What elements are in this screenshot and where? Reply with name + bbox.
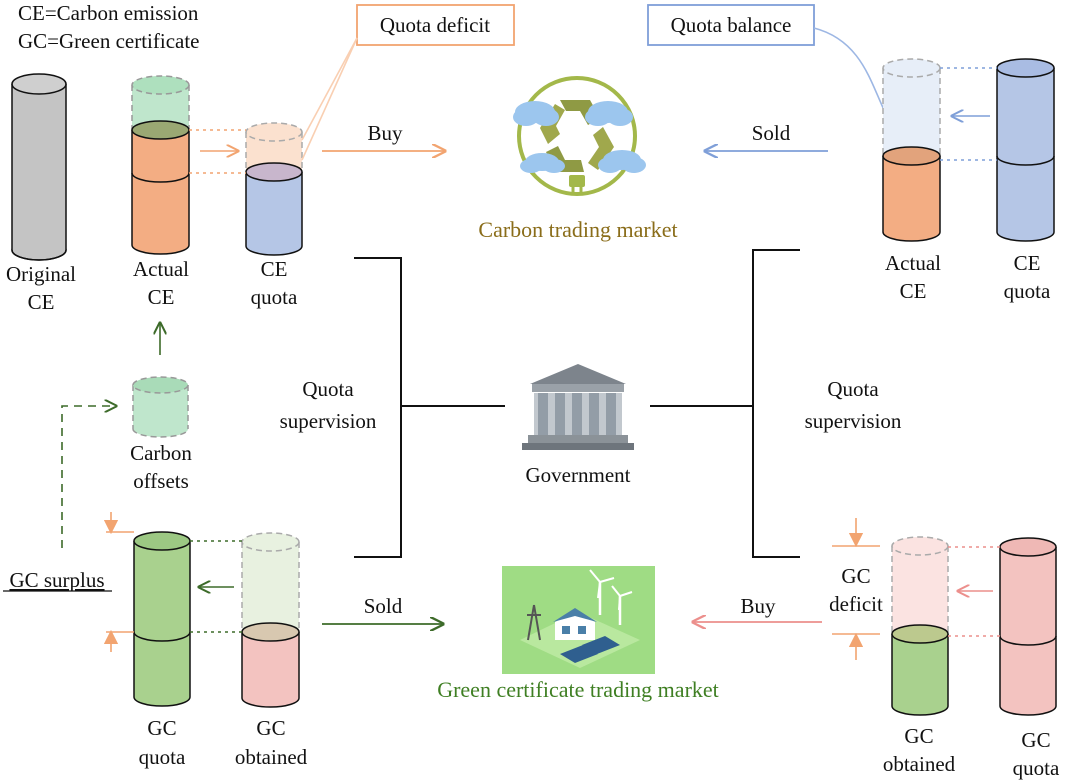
carbon-offsets-label-2: offsets [133,469,189,493]
actual-ce-left-label-2: CE [148,285,175,309]
actual-ce-right-label-1: Actual [885,251,941,275]
actual-ce-left-label-1: Actual [133,257,189,281]
gc-deficit-label-2: deficit [829,592,883,616]
carbon-offsets-label-1: Carbon [130,441,192,465]
original-ce-cylinder [11,73,67,261]
left-supervision-bracket [354,257,402,558]
quota-balance-pointer [813,27,885,111]
carbon-market-label: Carbon trading market [478,217,677,242]
green-buy-label: Buy [740,594,776,618]
government-building-icon [522,364,634,450]
wind-solar-farm-icon [502,566,655,674]
carbon-buy-label: Buy [367,121,403,145]
actual-ce-right-label-2: CE [900,279,927,303]
gc-obtained-left-label-2: obtained [235,745,308,769]
original-ce-label-2: CE [28,290,55,314]
ce-quota-left-cylinder [245,122,303,256]
gc-quota-right-cylinder [999,537,1057,716]
ce-quota-left-label-1: CE [261,257,288,281]
gc-quota-left-label-2: quota [139,745,186,769]
actual-ce-left-cylinder [131,75,190,255]
carbon-sold-label: Sold [752,121,791,145]
quota-balance-label: Quota balance [671,13,792,37]
original-ce-label-1: Original [6,262,76,286]
surplus-to-offsets-arrow [61,406,116,548]
ce-quota-right-label-2: quota [1004,279,1051,303]
gc-surplus-label: GC surplus [9,568,104,592]
quota-supervision-left-1: Quota [302,377,354,401]
quota-deficit-box [356,4,515,46]
ce-quota-right-label-1: CE [1014,251,1041,275]
quota-supervision-right-1: Quota [827,377,879,401]
ce-quota-left-label-2: quota [251,285,298,309]
gc-obtained-right-cylinder [891,536,949,716]
carbon-offsets-cylinder [132,376,189,438]
legend-ce: CE=Carbon emission [18,1,199,25]
quota-deficit-pointer-2 [301,37,358,161]
gc-obtained-left-label-1: GC [256,716,285,740]
green-sold-label: Sold [364,594,403,618]
gc-quota-right-label-1: GC [1021,728,1050,752]
green-market-label: Green certificate trading market [437,677,719,702]
gc-quota-right-label-2: quota [1013,756,1060,780]
gc-obtained-left-cylinder [241,532,300,708]
ce-quota-right-cylinder [996,58,1055,242]
quota-supervision-left-2: supervision [280,409,377,433]
gc-obtained-right-label-1: GC [904,724,933,748]
quota-deficit-label: Quota deficit [380,13,490,37]
gc-quota-left-cylinder [133,531,191,707]
quota-supervision-right-2: supervision [805,409,902,433]
gc-quota-left-label-1: GC [147,716,176,740]
actual-ce-right-cylinder [882,58,941,242]
gc-obtained-right-label-2: obtained [883,752,956,776]
quota-balance-box [647,4,815,46]
government-label: Government [526,463,631,487]
legend-gc: GC=Green certificate [18,29,200,53]
gc-deficit-label-1: GC [841,564,870,588]
recycle-plug-cloud-icon [513,76,646,196]
right-supervision-bracket [752,249,800,558]
quota-deficit-pointer-1 [301,37,358,141]
